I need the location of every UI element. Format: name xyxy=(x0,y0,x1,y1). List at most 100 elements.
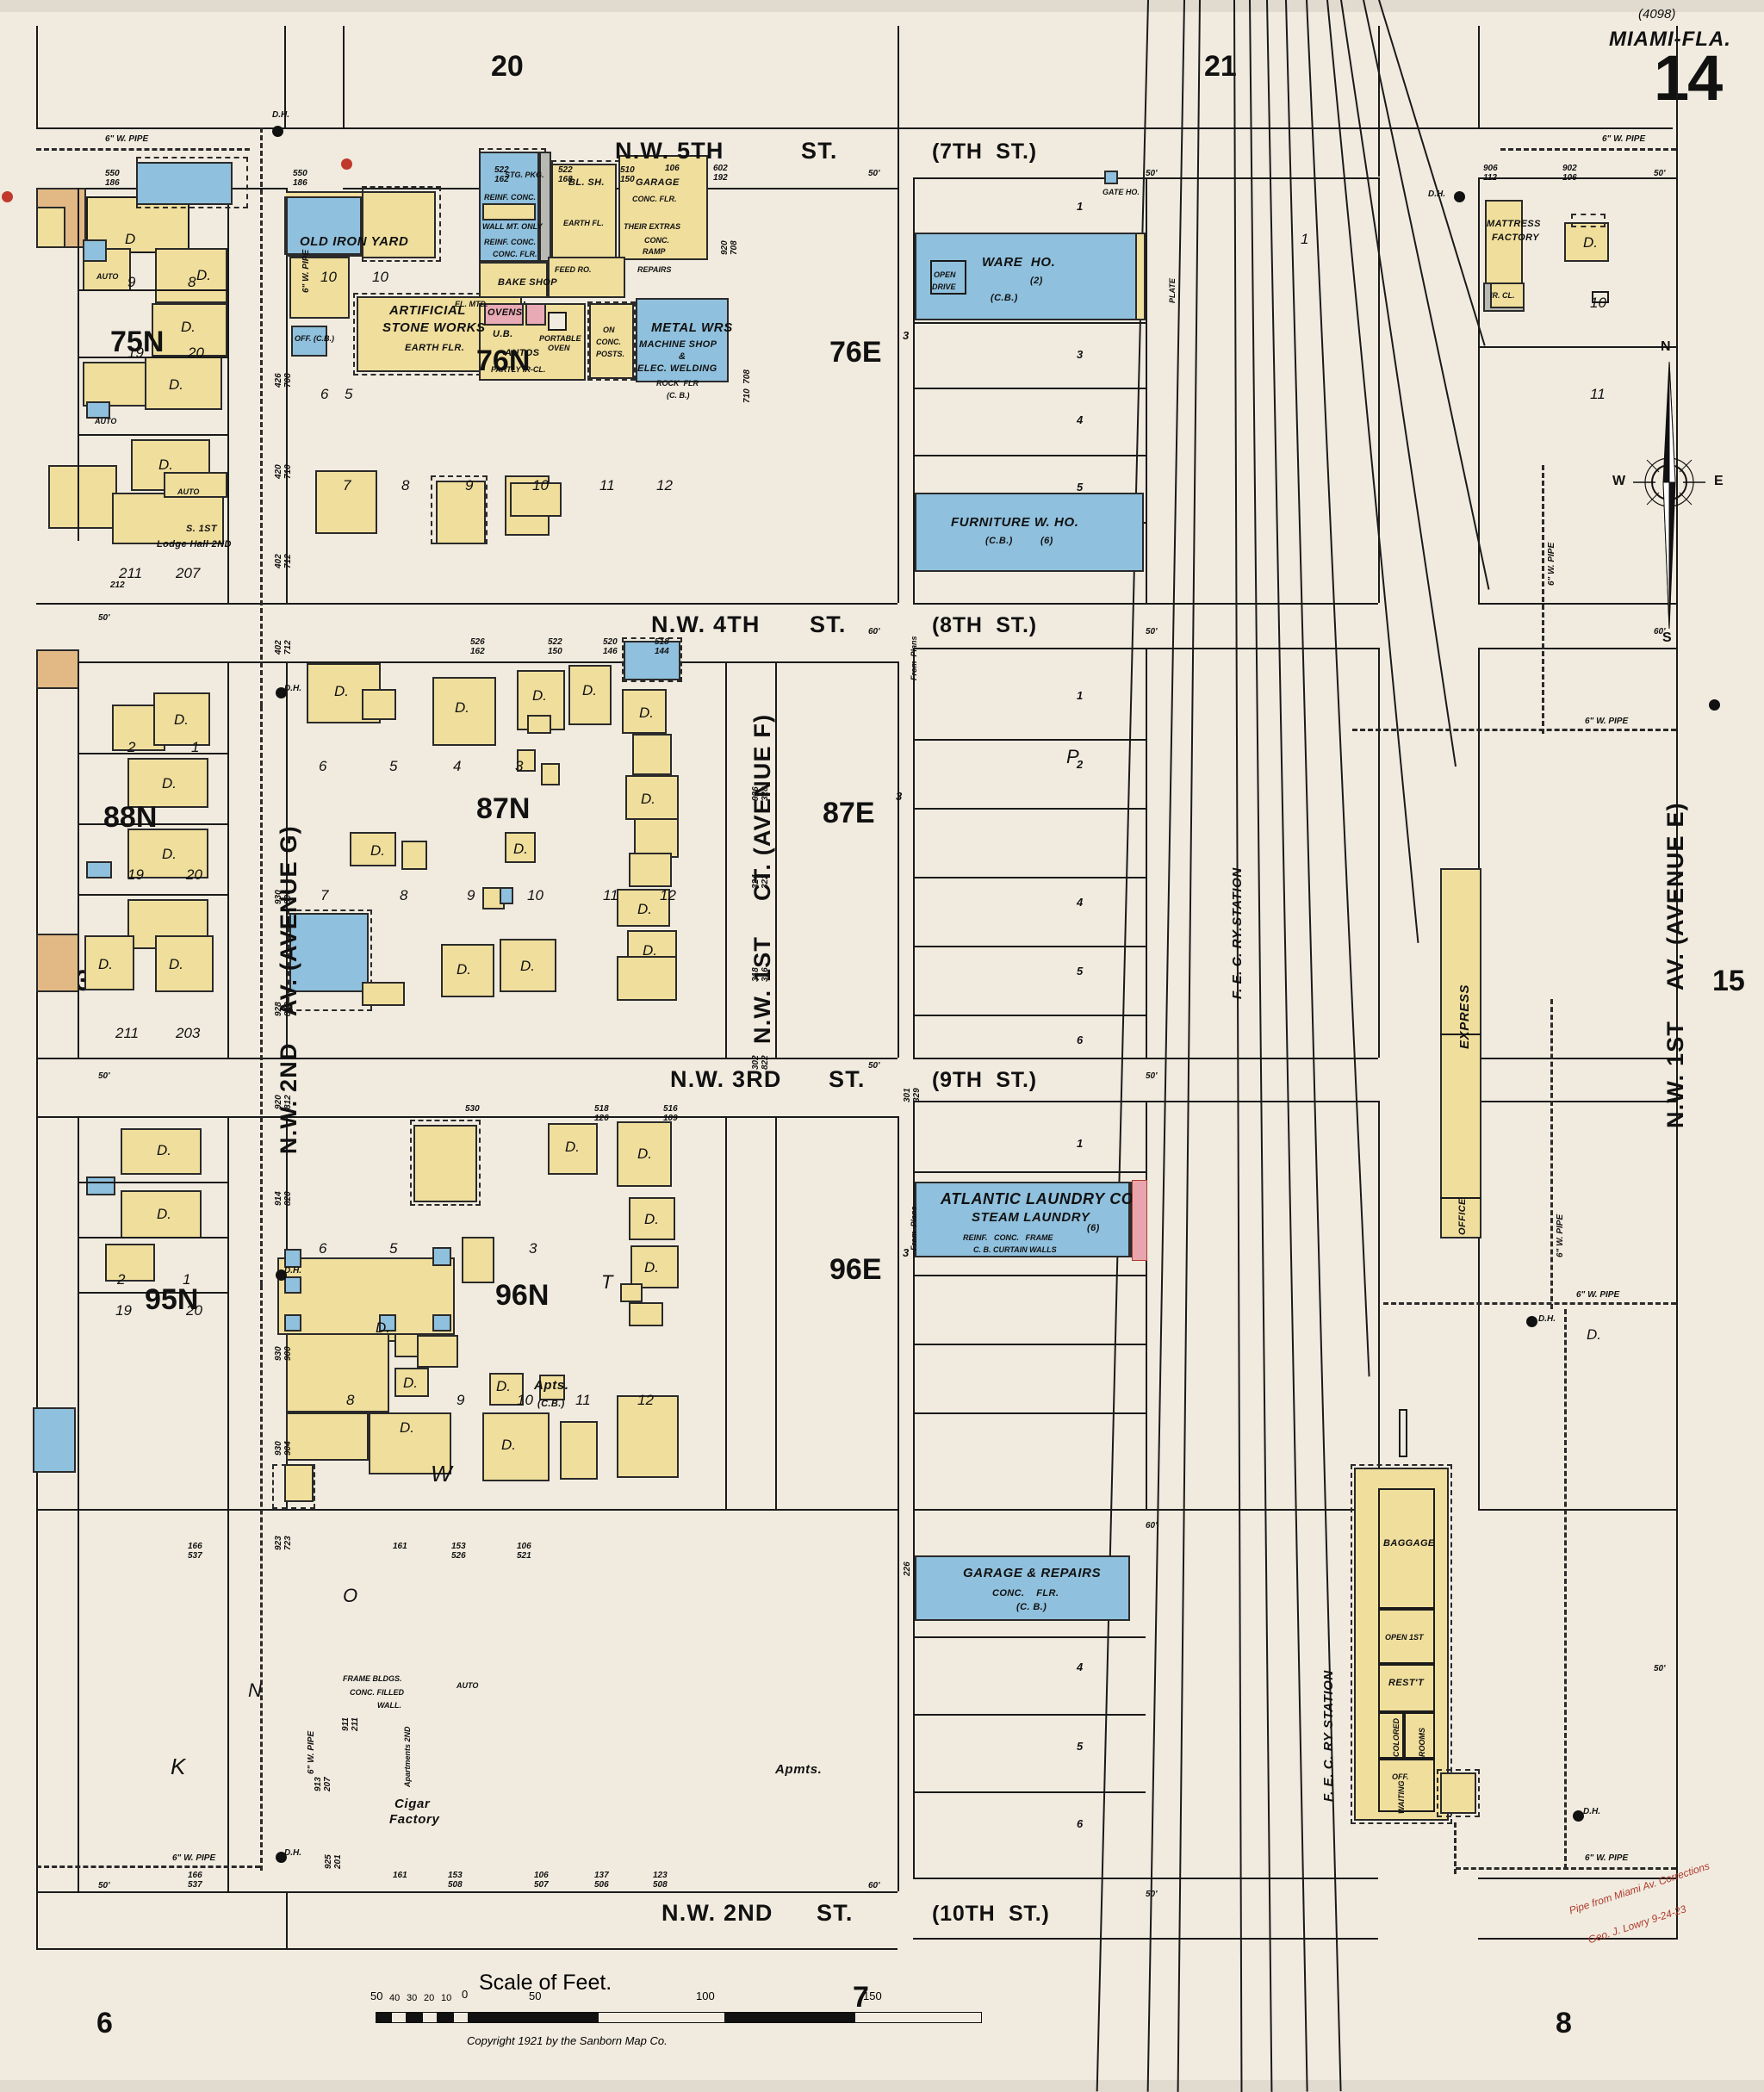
address-number: 318 316 xyxy=(751,967,770,982)
dwelling-letter: D. xyxy=(641,791,655,807)
block-number-87n[interactable]: 87N xyxy=(476,792,531,825)
dimension-label: 60' xyxy=(868,627,880,636)
pipe-label: 6" W. PIPE xyxy=(1602,134,1646,144)
dimension-label: 60' xyxy=(1146,1521,1158,1530)
dimension-label: 60' xyxy=(1654,627,1666,636)
block-number-96n[interactable]: 96N xyxy=(495,1279,550,1312)
building xyxy=(121,1128,202,1175)
sheet-left-edge xyxy=(36,661,38,1948)
ave-f-e-a xyxy=(898,26,899,188)
feature-label: BL. SH. xyxy=(568,177,605,188)
neighbor-sheet-top-left[interactable]: 20 xyxy=(491,50,524,83)
plate-strip xyxy=(1135,233,1146,320)
address-number: 930 806 xyxy=(274,890,293,904)
occupancy-letter: N xyxy=(248,1679,262,1701)
block-number-76n[interactable]: 76N xyxy=(476,345,531,377)
building xyxy=(401,841,427,870)
feature-label: STG. PKG. xyxy=(505,171,544,179)
e-lotline xyxy=(913,739,1146,741)
dimension-label: 50' xyxy=(868,169,880,178)
feature-label: CONC. xyxy=(644,236,669,245)
building xyxy=(489,1373,524,1406)
building xyxy=(527,715,551,734)
building xyxy=(622,689,667,734)
express-divider xyxy=(1440,1197,1481,1199)
blk87e-w xyxy=(913,648,915,1058)
address-number: 530 xyxy=(465,1104,480,1114)
building xyxy=(127,829,208,878)
building-outline xyxy=(136,157,248,208)
neighbor-sheet-bottom-right[interactable]: 8 xyxy=(1556,2007,1572,2039)
feature-label: REINF. CONC. xyxy=(484,238,537,246)
feature-label: WALL. xyxy=(377,1701,401,1710)
block-number-75n[interactable]: 75N xyxy=(110,326,165,358)
street2-north-e xyxy=(913,1509,1378,1511)
address-number: 161 xyxy=(393,1871,407,1880)
lot-divider xyxy=(78,894,227,896)
block-number-88n[interactable]: 88N xyxy=(103,801,158,834)
address-number: 522 162 xyxy=(494,165,509,184)
neighbor-sheet-bottom-left[interactable]: 6 xyxy=(96,2007,113,2039)
dwelling-letter: D. xyxy=(513,841,528,857)
address-number: 518 126 xyxy=(594,1104,609,1123)
building xyxy=(510,482,562,517)
block-number-76e[interactable]: 76E xyxy=(829,336,882,369)
building xyxy=(441,944,494,997)
lot-number: 4 xyxy=(1077,413,1084,426)
lot-number: 9 xyxy=(467,887,475,903)
block-number-87e[interactable]: 87E xyxy=(823,797,875,829)
dimension-label: 60' xyxy=(868,1881,880,1890)
compass-west-label: W xyxy=(1612,474,1626,488)
block-number-95n[interactable]: 95N xyxy=(145,1283,199,1316)
scale-title: Scale of Feet. xyxy=(479,1971,612,1995)
address-number: 550 186 xyxy=(105,169,120,188)
feature-label: STONE WORKS xyxy=(382,320,486,335)
dwelling-letter: D. xyxy=(1583,234,1598,251)
feature-label: (C.B.) xyxy=(985,536,1013,546)
lotline-b xyxy=(343,26,345,127)
lot-number: 20 xyxy=(186,1302,202,1319)
street2-south-c xyxy=(286,1891,898,1893)
water-pipe xyxy=(36,1865,260,1868)
neighbor-sheet-right[interactable]: 15 xyxy=(1712,965,1745,997)
pipe-label: 6" W. PIPE xyxy=(1585,717,1629,726)
apartments-building xyxy=(413,1125,477,1202)
feature-label: IR. CL. xyxy=(1490,291,1515,300)
water-pipe xyxy=(1500,148,1676,151)
bake-shop-building xyxy=(479,262,548,298)
lot-number: 6 xyxy=(319,1240,327,1257)
lot-divider xyxy=(78,1237,227,1238)
street2-south-e xyxy=(913,1878,1378,1879)
lot-number: 8 xyxy=(188,274,196,290)
lot-number: 7 xyxy=(320,887,329,903)
address-number: 161 xyxy=(393,1542,407,1551)
lot-number: 10 xyxy=(320,269,337,285)
avenue-label-g-rest: AV. (AVENUE G) xyxy=(276,825,301,1016)
feature-label: ATLANTIC LAUNDRY CO. xyxy=(941,1190,1139,1207)
lot-number: 3 xyxy=(515,758,524,774)
block-number-96e[interactable]: 96E xyxy=(829,1253,882,1286)
lot-number: 1 xyxy=(1301,231,1309,247)
e-lotline xyxy=(913,1171,1146,1173)
address-number: 911 211 xyxy=(341,1717,360,1731)
building xyxy=(36,207,65,248)
street2-south2-w xyxy=(36,1948,286,1950)
dead-head-marker xyxy=(276,1269,287,1281)
garage-building xyxy=(618,155,708,260)
feature-label: WAITING xyxy=(1397,1780,1406,1815)
warehouse-building xyxy=(915,233,1144,320)
building xyxy=(112,493,224,544)
feature-label: THEIR EXTRAS xyxy=(624,222,681,231)
lot-number: 10 xyxy=(532,477,549,494)
dead-head-marker xyxy=(1709,699,1720,711)
neighbor-sheet-top-right[interactable]: 21 xyxy=(1204,50,1237,83)
address-number: 402 712 xyxy=(274,554,293,568)
water-pipe xyxy=(36,148,250,151)
building-blue xyxy=(86,861,112,878)
building xyxy=(629,1302,663,1326)
e-lotline xyxy=(913,1344,1146,1345)
feature-label: ELEC. WELDING xyxy=(637,363,717,374)
lot-divider xyxy=(78,357,227,358)
address-number: 913 207 xyxy=(314,1777,332,1791)
neighbor-sheet-bottom-center[interactable]: 7 xyxy=(853,1981,869,2014)
